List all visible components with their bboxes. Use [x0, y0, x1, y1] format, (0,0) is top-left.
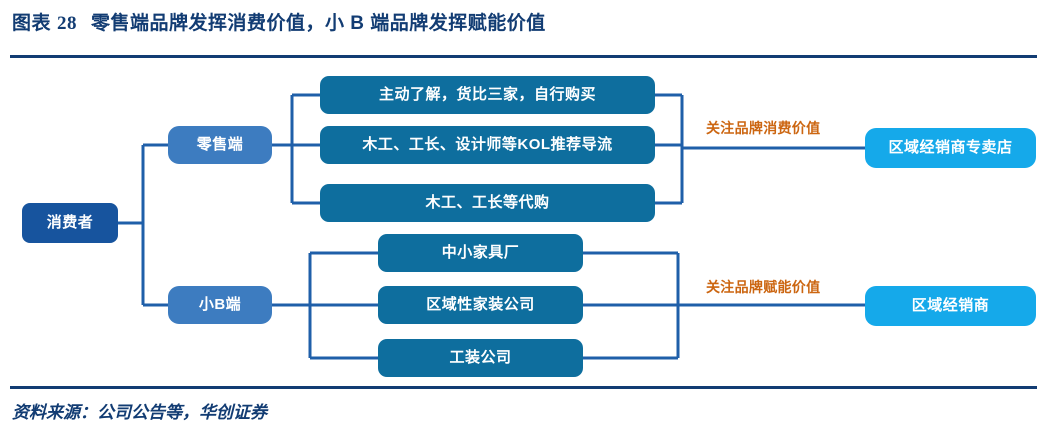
node-consumer-label: 消费者 [46, 213, 94, 231]
node-smallb-leaf-2[interactable]: 区域性家装公司 [378, 286, 583, 324]
node-smallb-leaf-1-label: 中小家具厂 [441, 243, 520, 261]
node-terminal-retail-store[interactable]: 区域经销商专卖店 [865, 128, 1036, 168]
node-terminal-retail-store-label: 区域经销商专卖店 [888, 138, 1013, 156]
page-title: 零售端品牌发挥消费价值，小 B 端品牌发挥赋能价值 [91, 13, 546, 34]
node-smallb-leaf-3-label: 工装公司 [449, 348, 512, 366]
node-retail-leaf-1[interactable]: 主动了解，货比三家，自行购买 [320, 76, 655, 114]
node-terminal-regional-dealer-label: 区域经销商 [911, 296, 990, 314]
node-retail-leaf-3-label: 木工、工长等代购 [425, 193, 550, 211]
node-branch-smallb-label: 小B端 [198, 295, 242, 313]
node-smallb-leaf-1[interactable]: 中小家具厂 [378, 234, 583, 272]
node-smallb-leaf-2-label: 区域性家装公司 [426, 295, 535, 313]
node-terminal-regional-dealer[interactable]: 区域经销商 [865, 286, 1036, 326]
header-divider [10, 55, 1037, 58]
node-retail-leaf-2[interactable]: 木工、工长、设计师等KOL推荐导流 [320, 126, 655, 164]
node-branch-smallb[interactable]: 小B端 [168, 286, 272, 324]
node-branch-retail-label: 零售端 [196, 135, 244, 153]
figure-label: 图表 [12, 13, 52, 34]
annotation-retail-value-label: 关注品牌消费价值 [706, 120, 821, 136]
node-branch-retail[interactable]: 零售端 [168, 126, 272, 164]
annotation-retail-value: 关注品牌消费价值 [706, 118, 820, 138]
diagram-canvas: 消费者 零售端 主动了解，货比三家，自行购买 木工、工长、设计师等KOL推荐导流… [0, 58, 1047, 386]
figure-number: 28 [57, 13, 78, 34]
footer-divider [10, 386, 1037, 389]
source-note: 资料来源：公司公告等，华创证券 [12, 403, 267, 422]
node-retail-leaf-3[interactable]: 木工、工长等代购 [320, 184, 655, 222]
node-retail-leaf-1-label: 主动了解，货比三家，自行购买 [378, 85, 596, 103]
annotation-smallb-value: 关注品牌赋能价值 [706, 277, 820, 297]
node-smallb-leaf-3[interactable]: 工装公司 [378, 339, 583, 377]
node-retail-leaf-2-label: 木工、工长、设计师等KOL推荐导流 [362, 135, 613, 153]
annotation-smallb-value-label: 关注品牌赋能价值 [706, 279, 821, 295]
connector-lines [118, 93, 865, 360]
node-consumer[interactable]: 消费者 [22, 203, 118, 243]
